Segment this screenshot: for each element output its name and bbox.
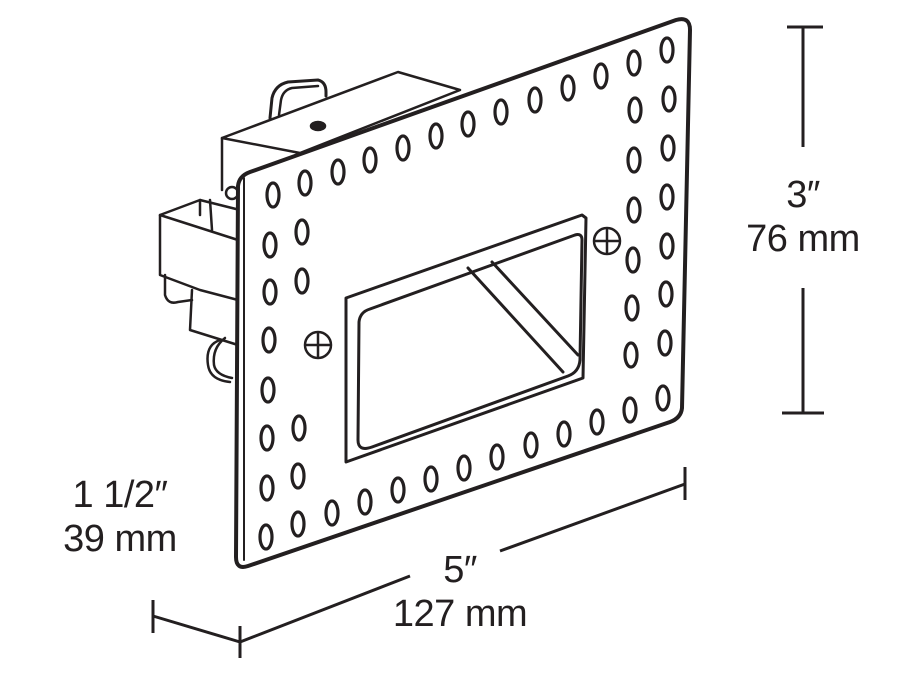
height-imperial: 3″: [786, 174, 820, 216]
depth-metric: 39 mm: [63, 518, 177, 560]
height-dimension-label: 3″ 76 mm: [728, 173, 878, 261]
width-dimension-label: 5″ 127 mm: [370, 548, 550, 636]
light-aperture: [344, 213, 588, 464]
depth-imperial: 1 1/2″: [72, 474, 168, 516]
screw-left: [303, 330, 333, 360]
screw-right: [592, 226, 622, 256]
dimension-lines: [151, 25, 824, 658]
width-imperial: 5″: [443, 549, 477, 591]
height-metric: 76 mm: [746, 218, 860, 260]
housing-top: [220, 70, 462, 192]
depth-dimension-label: 1 1/2″ 39 mm: [40, 473, 200, 561]
mounting-holes: [258, 36, 677, 551]
side-clip: [158, 185, 242, 384]
width-metric: 127 mm: [392, 593, 528, 635]
